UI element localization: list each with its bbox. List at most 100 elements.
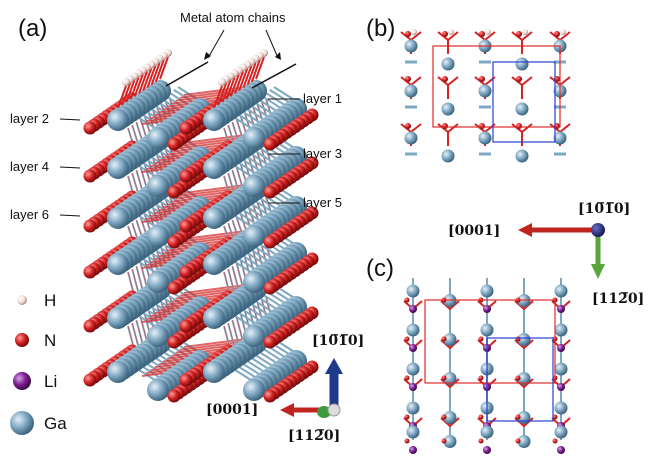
ga-atom [441,57,455,71]
li-atom [557,344,565,352]
layer-1-label: layer 1 [303,91,342,106]
n-h-bond [129,76,140,100]
n-atom [263,137,277,151]
ga-atom [404,131,418,145]
layer-6-pointer [59,214,81,217]
n-atom [441,375,447,381]
panel-a-structure [83,49,319,403]
ga-atom [107,253,129,275]
ga-atom [478,84,492,98]
ga-atom [147,127,169,149]
n-atom [479,76,485,82]
n-h-bond [138,71,148,94]
layer-4-pointer [59,166,81,169]
h-atom [522,29,528,35]
ga-atom [554,362,568,376]
ga-n-bond [179,88,242,99]
panel-a-label: (a) [18,15,47,42]
n-bond [437,31,459,54]
layer-4-label: layer 4 [10,159,49,174]
panel-b-red-cell [432,45,561,128]
legend-ga-swatch [10,411,34,435]
n-atom [552,414,558,420]
n-h-bond [154,59,165,83]
n-atom [263,235,277,249]
li-atom [409,305,417,313]
ga-atom [107,307,129,329]
n-atom [179,319,193,333]
ga-atom [406,401,420,415]
ga-atom [147,271,169,293]
n-h-bond [221,79,232,103]
ga-atom [243,225,265,247]
n-atom [479,123,485,129]
ga-atom [553,131,567,145]
n-atom [442,123,448,129]
panel-b-label: (b) [366,15,395,42]
ga-atom [406,362,420,376]
axis-bc-left-head [518,223,532,237]
n-atom [404,336,410,342]
n-atom [405,123,411,129]
n-atom [404,297,410,303]
ga-atom [243,127,265,149]
li-atom [557,383,565,391]
n-atom [263,281,277,295]
n-atom [552,438,558,444]
n-atom [179,219,193,233]
n-h-bond [213,85,223,109]
n-h-bond [234,71,244,94]
h-atom [485,29,491,35]
n-atom [404,414,410,420]
ga-atom [517,372,531,385]
ga-atom [404,39,418,53]
n-atom [515,438,521,444]
h-atom [122,78,130,86]
ga-n-bond [183,86,247,96]
n-atom [263,335,277,349]
n-atom [179,373,193,387]
layer-2-pointer [59,118,81,121]
li-atom [483,446,491,454]
ga-atom [554,401,568,415]
axis-bc-origin [591,223,605,237]
n-bond [511,31,533,54]
li-atom [409,383,417,391]
n-atom [405,31,411,37]
n-h-bond [217,82,228,106]
n-h-bond [142,68,153,91]
legend: H N Li Ga [10,291,67,435]
n-bond [440,339,460,350]
ga-atom [243,325,265,347]
ga-atom [406,425,420,439]
li-atom [557,446,565,454]
ga-atom [443,372,457,385]
ga-n-bond [183,134,247,144]
ga-n-bond [179,136,242,147]
n-atom [404,375,410,381]
n-atom [478,375,484,381]
n-atom [405,76,411,82]
n-atom [263,389,277,403]
n-h-bond [229,74,240,97]
ga-atom [554,284,568,298]
axis-bc-down-head [591,264,605,279]
li-atom [483,305,491,313]
h-atom [411,29,417,35]
n-atom [179,265,193,279]
chains-pointer-left [207,29,225,59]
axis-a-left-head [280,403,294,417]
ga-atom [147,175,169,197]
n-h-bond [255,56,265,80]
h-atom [560,29,566,35]
n-atom [167,281,181,295]
ga-atom [107,157,129,179]
n-atom [442,31,448,37]
chains-arrowhead-right [275,52,281,60]
ga-atom [443,333,457,346]
metal-chains-annotation: Metal atom chains [180,10,286,25]
ga-atom [517,435,531,448]
ga-atom [107,361,129,383]
n-atom [479,31,485,37]
